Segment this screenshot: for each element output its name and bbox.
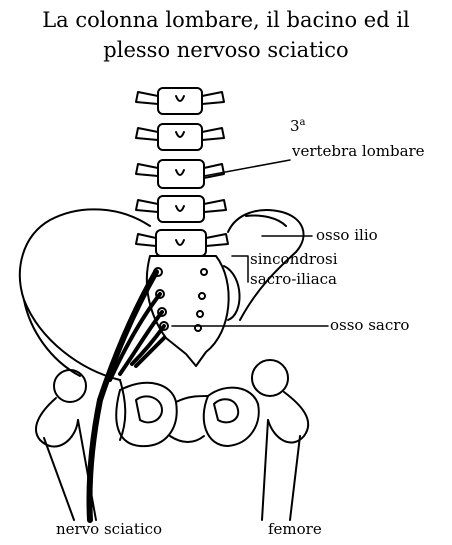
vertebra-l4 bbox=[136, 196, 226, 222]
vertebra-l2 bbox=[136, 124, 224, 150]
lumbar-vertebrae bbox=[136, 88, 228, 256]
sincondrosi-label: sincondrosi bbox=[250, 252, 338, 267]
vertebra-lombare-label: vertebra lombare bbox=[292, 144, 425, 159]
right-femur bbox=[252, 360, 308, 520]
pubic-ring bbox=[116, 383, 259, 446]
sciatic-nerve bbox=[89, 272, 164, 520]
nervo-sciatico-label: nervo sciatico bbox=[56, 522, 162, 537]
osso-sacro-label: osso sacro bbox=[330, 318, 409, 333]
vertebra-l5 bbox=[136, 230, 228, 256]
vertebra-l1 bbox=[136, 88, 224, 114]
sacrum bbox=[147, 256, 229, 366]
leader-lines bbox=[172, 160, 328, 326]
sacro-iliaca-label: sacro-iliaca bbox=[250, 272, 337, 287]
femore-label: femore bbox=[268, 522, 322, 537]
osso-ilio-label: osso ilio bbox=[316, 228, 378, 243]
vertebra-number-label: 3a bbox=[290, 118, 306, 134]
